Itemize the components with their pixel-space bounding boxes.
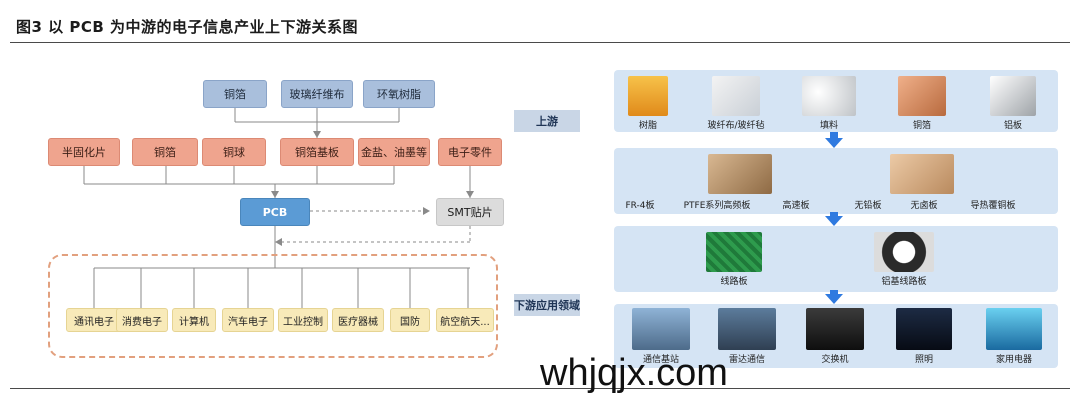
radar-photo (718, 308, 776, 350)
watermark: whjqjx.com (540, 352, 728, 394)
app-computer: 计算机 (172, 308, 216, 332)
caption-appliance: 家用电器 (995, 355, 1032, 365)
lighting-photo (896, 308, 952, 350)
caption-filler: 填料 (819, 121, 838, 131)
caption-copper-foil: 铜箔 (912, 121, 931, 131)
laminate-photo (708, 154, 772, 194)
label-downstream: 下游应用领域 (514, 294, 580, 316)
flow-arrow (825, 294, 843, 304)
resin-photo (628, 76, 668, 116)
caption-radar: 雷达通信 (728, 355, 765, 365)
caption-thermal-ccl: 导热覆铜板 (970, 201, 1016, 211)
circuit-board-photo (706, 232, 762, 272)
appliance-photo (986, 308, 1042, 350)
caption-glass-fiber: 玻纤布/玻纤毡 (707, 121, 765, 131)
app-aerospace: 航空航天... (436, 308, 494, 332)
halogen-free-photo (890, 154, 954, 194)
app-consumer: 消费电子 (116, 308, 168, 332)
copper-foil-photo (898, 76, 946, 116)
caption-base-station: 通信基站 (642, 355, 679, 365)
input-prepreg: 半固化片 (48, 138, 120, 166)
switch-photo (806, 308, 864, 350)
input-electronic-parts: 电子零件 (438, 138, 502, 166)
band-circuit-boards (614, 226, 1058, 292)
flow-arrow-stem (830, 132, 838, 140)
pcb-node: PCB (240, 198, 310, 226)
flow-arrow (825, 216, 843, 226)
caption-circuit-board: 线路板 (720, 277, 748, 287)
caption-aluminum: 铝板 (1003, 121, 1022, 131)
figure-title: 图3 以 PCB 为中游的电子信息产业上下游关系图 (16, 18, 359, 36)
upstream-epoxy: 环氧树脂 (363, 80, 435, 108)
smt-node: SMT贴片 (436, 198, 504, 226)
bottom-rule (10, 388, 1070, 389)
app-defense: 国防 (390, 308, 430, 332)
filler-photo (802, 76, 856, 116)
caption-fr4: FR-4板 (625, 201, 655, 211)
caption-halogen-free: 无卤板 (910, 201, 938, 211)
upstream-copper-foil: 铜箔 (203, 80, 267, 108)
caption-aluminum-board: 铝基线路板 (881, 277, 927, 287)
app-auto: 汽车电子 (222, 308, 274, 332)
app-industrial: 工业控制 (278, 308, 328, 332)
caption-lead-free: 无铅板 (854, 201, 882, 211)
top-rule (10, 42, 1070, 43)
diagram-connectors (83, 108, 474, 308)
app-telecom: 通讯电子 (66, 308, 122, 332)
upstream-glass-fiber: 玻璃纤维布 (281, 80, 353, 108)
input-ccl: 铜箔基板 (280, 138, 354, 166)
aluminum-board-photo (874, 232, 934, 272)
input-gold-salt-ink: 金盐、油墨等 (358, 138, 430, 166)
downstream-container (48, 254, 498, 358)
caption-high-speed: 高速板 (782, 201, 810, 211)
glass-fiber-photo (712, 76, 760, 116)
flow-arrow (825, 138, 843, 148)
caption-ptfe: PTFE系列高频板 (683, 201, 751, 211)
band-laminates (614, 148, 1058, 214)
input-copper-ball: 铜球 (202, 138, 266, 166)
caption-resin: 树脂 (638, 121, 657, 131)
aluminum-plate-photo (990, 76, 1036, 116)
caption-lighting: 照明 (914, 355, 933, 365)
label-upstream: 上游 (514, 110, 580, 132)
base-station-photo (632, 308, 690, 350)
app-medical: 医疗器械 (332, 308, 384, 332)
input-copper-foil: 铜箔 (132, 138, 198, 166)
caption-switch: 交换机 (821, 355, 849, 365)
